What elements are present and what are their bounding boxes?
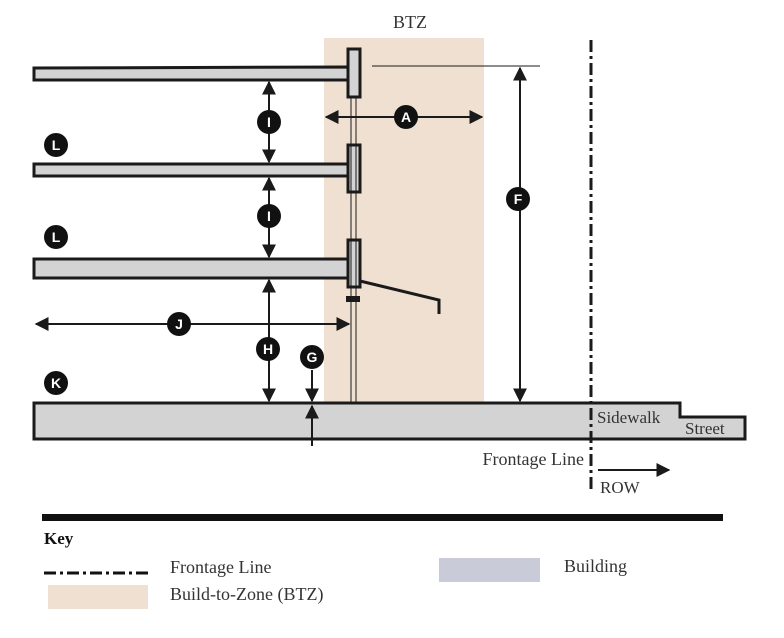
- key-title: Key: [44, 529, 74, 548]
- ground-sidewalk-street: [32, 401, 747, 441]
- floor-slab-top: [32, 47, 362, 99]
- callout-i-bottom: I: [257, 204, 281, 228]
- row-label: ROW: [600, 478, 641, 497]
- key-btz-label: Build-to-Zone (BTZ): [170, 584, 323, 605]
- sidewalk-label: Sidewalk: [597, 408, 661, 427]
- callout-j: J: [167, 312, 191, 336]
- svg-text:J: J: [175, 316, 183, 332]
- floor-slab-bottom: [32, 238, 362, 289]
- callout-g: G: [300, 345, 324, 369]
- frontage-line-label: Frontage Line: [483, 449, 584, 469]
- callout-f: F: [506, 187, 530, 211]
- svg-text:F: F: [514, 191, 523, 207]
- key-building-swatch: [439, 558, 540, 582]
- btz-label: BTZ: [393, 12, 427, 32]
- svg-text:L: L: [52, 137, 61, 153]
- key-building-label: Building: [564, 556, 627, 576]
- svg-text:L: L: [52, 229, 61, 245]
- svg-text:I: I: [267, 114, 271, 130]
- callout-l-bottom: L: [44, 225, 68, 249]
- callout-k: K: [44, 371, 68, 395]
- svg-text:K: K: [51, 375, 61, 391]
- awning: [359, 279, 441, 314]
- svg-text:I: I: [267, 208, 271, 224]
- floor-slab-middle: [32, 143, 362, 194]
- svg-text:G: G: [307, 349, 318, 365]
- awning-bracket: [346, 296, 360, 302]
- key-divider: [42, 514, 723, 521]
- callout-a: A: [394, 105, 418, 129]
- svg-text:H: H: [263, 341, 273, 357]
- callout-h: H: [256, 337, 280, 361]
- street-label: Street: [685, 419, 725, 438]
- callout-l-top: L: [44, 133, 68, 157]
- callout-i-top: I: [257, 110, 281, 134]
- key-frontage-line-label: Frontage Line: [170, 557, 271, 577]
- key-btz-swatch: [48, 585, 148, 609]
- svg-text:A: A: [401, 109, 411, 125]
